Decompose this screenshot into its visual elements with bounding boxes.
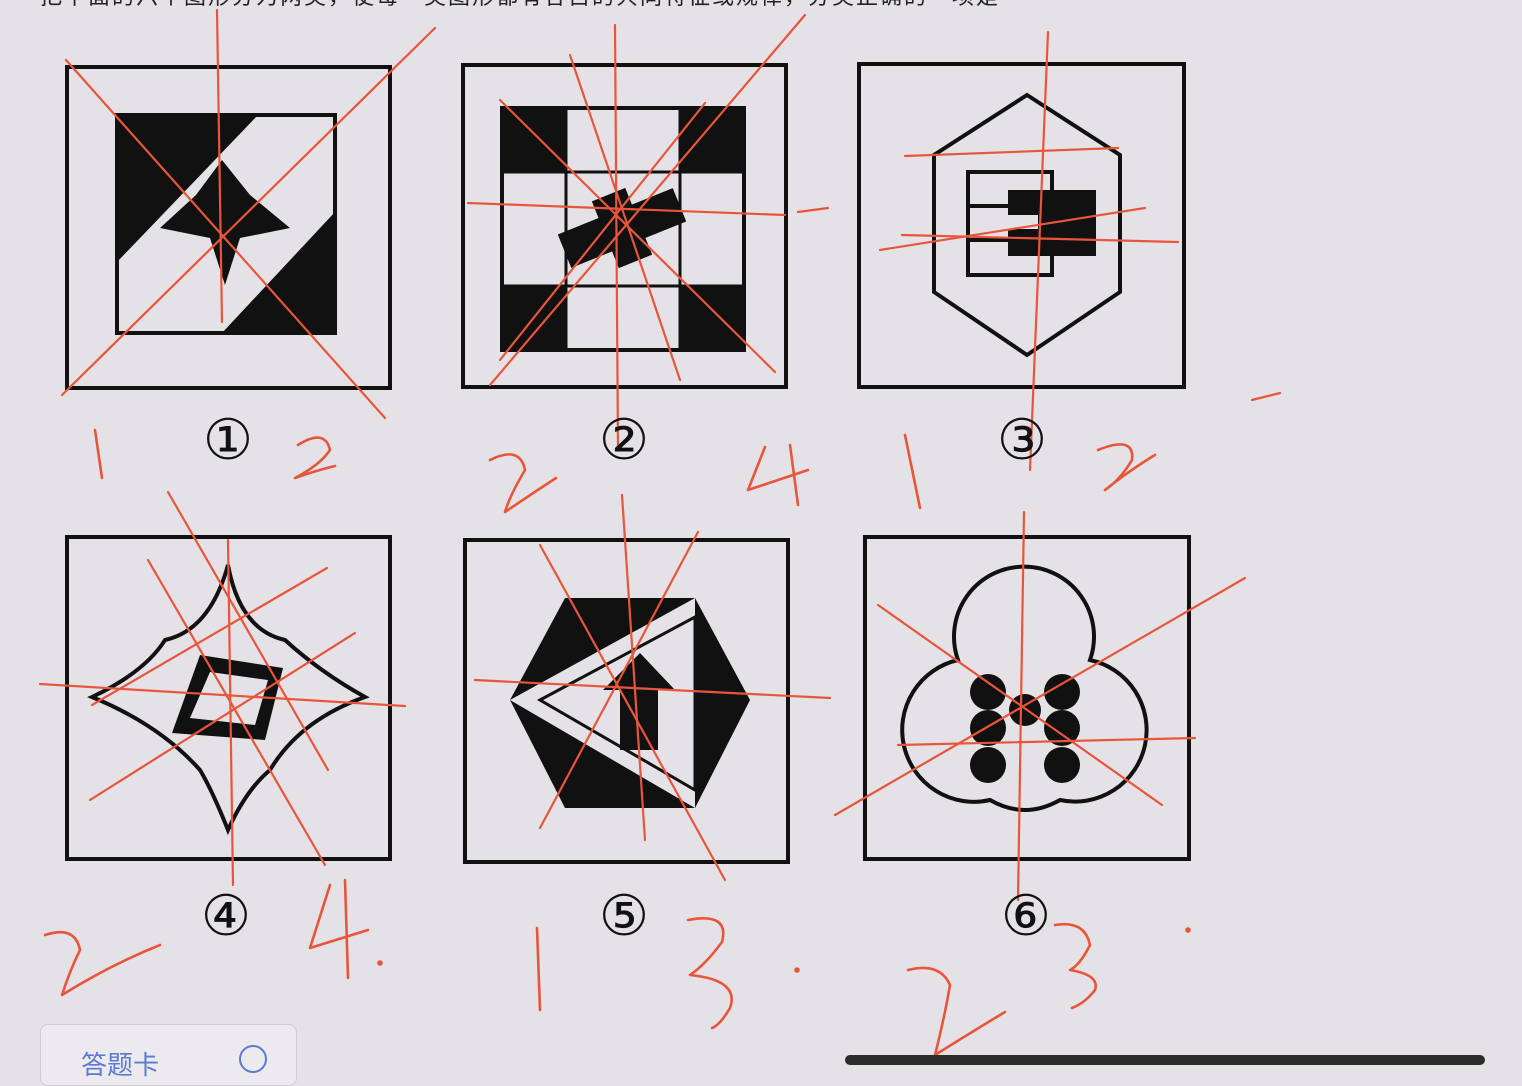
question-text: 把下面的六个图形分为两类，使每一类图形都有各自的共同特征或规律，分类正确的一项是 [0, 0, 1522, 10]
answer-card-button[interactable]: 答题卡 [40, 1024, 297, 1086]
figure-label-1: ① [202, 408, 254, 473]
answer-card-label: 答题卡 [81, 1051, 160, 1081]
chevron-up-icon [239, 1045, 267, 1073]
handwritten-digit-strokes [43, 428, 1191, 1057]
figure-label-4: ④ [200, 884, 252, 949]
question-text-content: 把下面的六个图形分为两类，使每一类图形都有各自的共同特征或规律，分类正确的一项是 [40, 0, 1000, 9]
figure-5 [463, 538, 790, 864]
figure-6 [863, 535, 1191, 861]
figure-1 [65, 65, 392, 390]
bottom-toolbar [845, 1055, 1485, 1065]
figure-label-6: ⑥ [1000, 884, 1052, 949]
figure-label-3: ③ [996, 408, 1048, 473]
figure-3 [857, 62, 1186, 389]
figure-label-2: ② [598, 408, 650, 473]
handwritten-annotation-lines [38, 8, 1282, 902]
figure-label-5: ⑤ [598, 884, 650, 949]
figure-canvas [38, 8, 1282, 1057]
